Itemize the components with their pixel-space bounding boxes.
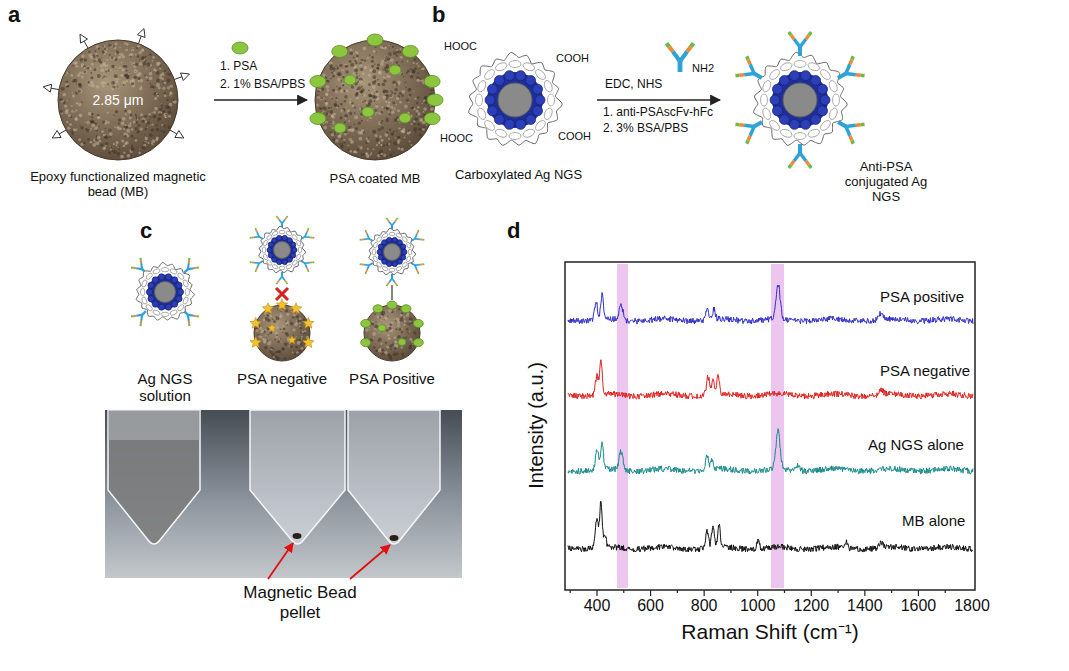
- group-label: HOOC: [440, 132, 473, 145]
- particle-caption: Ag NGS solution: [120, 370, 210, 405]
- series-label: MB alone: [900, 512, 967, 529]
- antibody-icon: [386, 274, 397, 286]
- reagent-label: 1. anti-PSAscFv-hFc: [603, 106, 713, 120]
- panel-label: a: [8, 2, 20, 27]
- axis-title: Raman Shift (cm⁻¹): [610, 620, 930, 644]
- series-label: PSA negative: [878, 362, 972, 379]
- tick-label: 800: [679, 597, 729, 615]
- tick-label: 1200: [786, 597, 836, 615]
- group-label: HOOC: [444, 40, 477, 53]
- tick-label: 1400: [840, 597, 890, 615]
- magnetic-bead: [361, 301, 424, 361]
- antibody-icon: [789, 32, 812, 56]
- antibody-icon: [832, 56, 864, 87]
- magnetic-bead: [310, 34, 443, 160]
- panel-label: b: [432, 2, 445, 27]
- bead-node: 2.85 μm Epoxy functionalized magnetic bea…: [22, 30, 214, 210]
- spectrum-trace: [568, 429, 973, 474]
- tick-label: 1600: [893, 597, 943, 615]
- silver-nanogapped-shell: [369, 228, 416, 274]
- particle-node: Anti-PSA conjugated Ag NGS: [720, 20, 935, 210]
- tick-label: 1800: [947, 597, 997, 615]
- magnetic-bead: [250, 299, 314, 361]
- raman-chart: [565, 262, 975, 596]
- pointer-arrow: [268, 543, 390, 579]
- series-label: Ag NGS alone: [866, 436, 966, 453]
- particle-caption: PSA coated MB: [307, 172, 443, 187]
- reaction-arrow: [597, 99, 720, 101]
- antibody-icon: [276, 272, 287, 284]
- spectrum-trace: [568, 360, 973, 399]
- reagent-label: 2. 1% BSA/PBS: [220, 78, 305, 92]
- antibody-icon: [276, 216, 287, 228]
- no-binding-cross: [276, 288, 288, 300]
- silver-nanogapped-shell: [136, 263, 194, 321]
- silver-nanogapped-shell: [754, 52, 848, 145]
- group-label: NH2: [692, 62, 714, 75]
- reagent-antibody: [667, 43, 694, 72]
- series-label: PSA positive: [878, 288, 966, 305]
- tick-label: 1000: [733, 597, 783, 615]
- tick-label: 600: [626, 597, 676, 615]
- antibody-icon: [735, 56, 767, 87]
- panel-label: d: [507, 218, 520, 243]
- particle-caption: Epoxy functionalized magnetic bead (MB): [28, 170, 208, 200]
- particle-caption: PSA Positive: [337, 370, 447, 387]
- antibody-icon: [667, 43, 694, 72]
- bead-size: 2.85 μm: [22, 92, 214, 108]
- reagent-label: EDC, NHS: [605, 78, 662, 92]
- panel-label: c: [140, 218, 152, 243]
- reagent-label: 1. PSA: [220, 60, 257, 74]
- photo-annotation: Magnetic Bead pellet: [230, 583, 370, 622]
- antibody-group: [735, 32, 864, 168]
- group-label: COOH: [556, 52, 589, 65]
- psa-protein-icon: [232, 42, 248, 54]
- reagent-label: 2. 3% BSA/PBS: [603, 122, 688, 136]
- silver-nanogapped-shell: [469, 52, 563, 145]
- axis-title: Intensity (a.u.): [525, 315, 548, 535]
- particle-caption: Anti-PSA conjugated Ag NGS: [840, 160, 932, 205]
- tube-photo: [105, 410, 462, 578]
- silver-nanogapped-shell: [259, 226, 306, 272]
- antibody-icon: [735, 112, 767, 143]
- antibody-icon: [832, 112, 864, 143]
- particle-caption: PSA negative: [227, 370, 337, 387]
- tick-label: 400: [572, 597, 622, 615]
- antibody-icon: [386, 218, 397, 230]
- spectrum-trace: [568, 285, 973, 324]
- spectrum-trace: [568, 501, 973, 552]
- bead-node: PSA coated MB: [307, 30, 443, 200]
- group-label: COOH: [558, 130, 591, 143]
- reaction-arrow: [214, 99, 307, 101]
- particle-caption: Carboxylated Ag NGS: [440, 168, 597, 183]
- antibody-icon: [789, 144, 812, 168]
- assay-scheme: [131, 216, 424, 326]
